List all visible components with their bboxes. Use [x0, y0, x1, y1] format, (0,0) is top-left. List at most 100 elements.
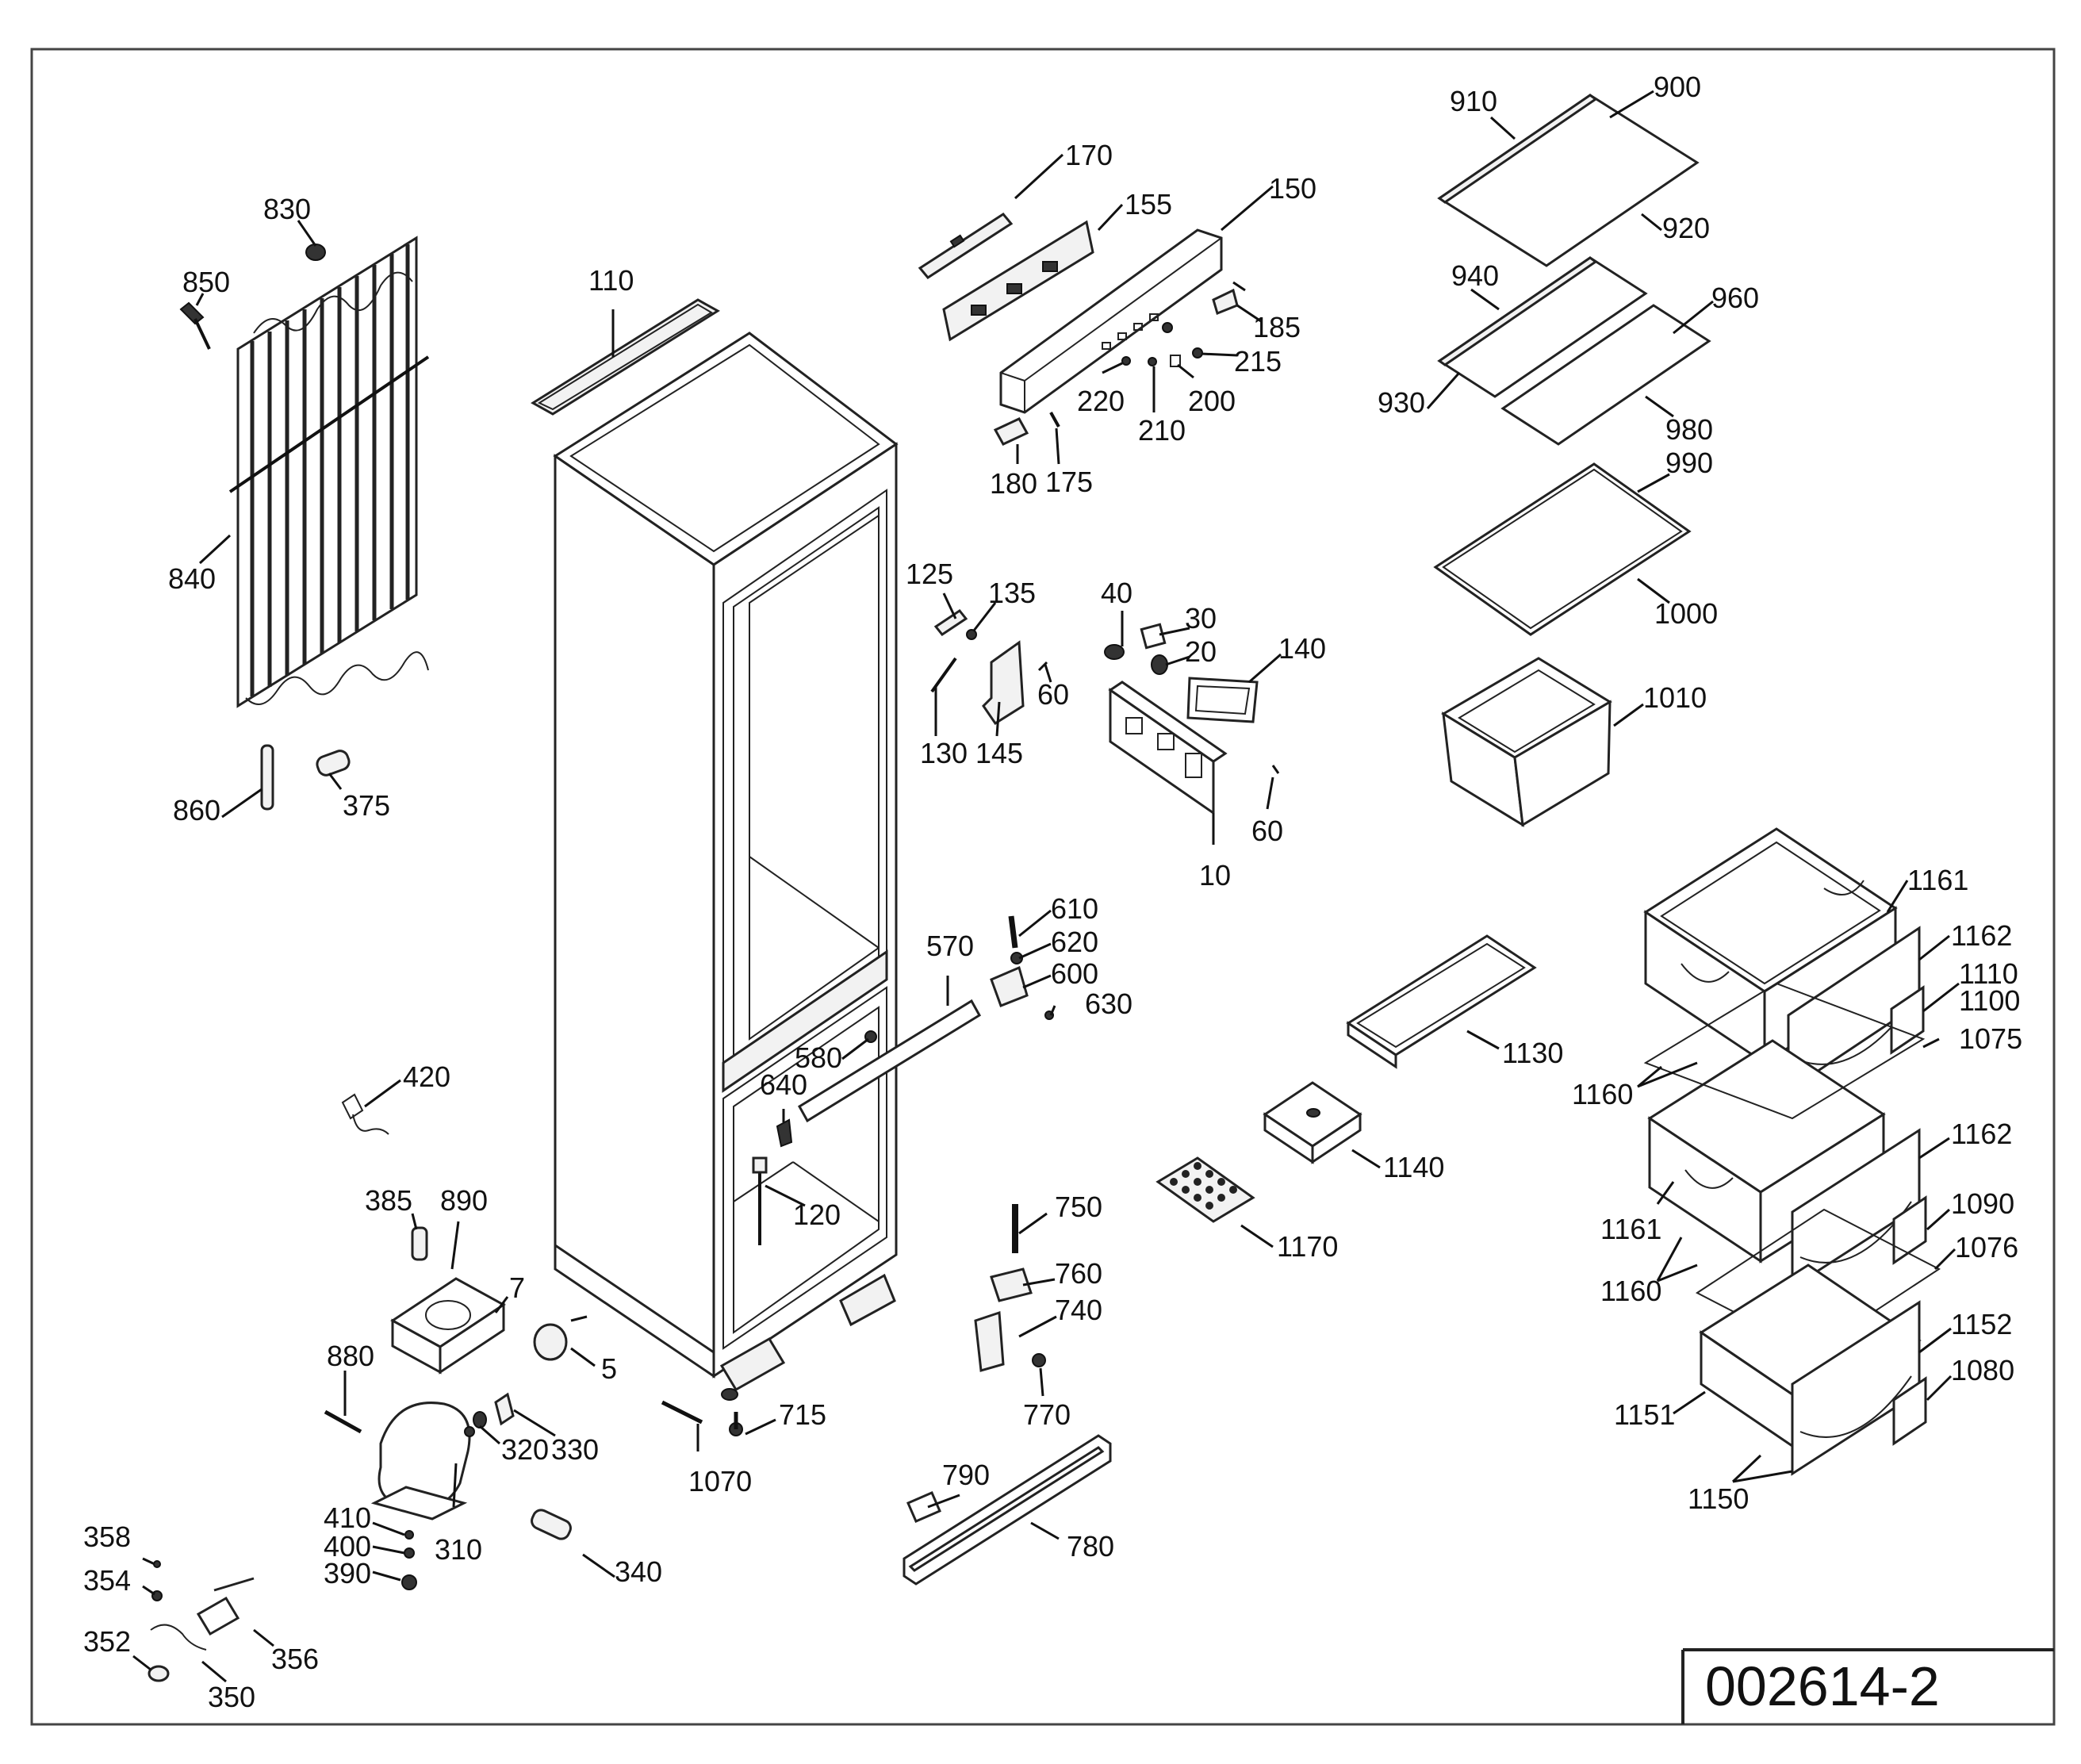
- butter-dish-1140: [1263, 1081, 1362, 1164]
- part-labels: 830 850 840 860 375 110 170 155 150 185 …: [83, 71, 2022, 1713]
- label-890: 890: [440, 1184, 488, 1217]
- bolts-390-410: [401, 1530, 417, 1590]
- label-60-a: 60: [1037, 678, 1069, 711]
- label-110: 110: [588, 264, 634, 297]
- condenser-part: [228, 236, 430, 708]
- label-880: 880: [327, 1340, 374, 1372]
- fan-cover-140: [1186, 677, 1259, 723]
- parts-580-640: [752, 1030, 877, 1245]
- label-780: 780: [1067, 1530, 1114, 1563]
- label-1110: 1110: [1959, 957, 2018, 990]
- relay-parts-350-358: [148, 1560, 255, 1682]
- label-340: 340: [615, 1555, 662, 1588]
- label-610: 610: [1051, 892, 1098, 925]
- label-1160-top: 1160: [1572, 1078, 1633, 1110]
- label-860: 860: [173, 794, 220, 826]
- label-1070: 1070: [688, 1465, 752, 1497]
- drawer-1161-top: [1643, 827, 1898, 1065]
- label-570: 570: [926, 930, 974, 962]
- shelf-990: [1433, 462, 1692, 636]
- label-135: 135: [988, 577, 1036, 609]
- label-1150: 1150: [1688, 1482, 1749, 1515]
- grommets-320-330: [473, 1392, 515, 1428]
- label-760: 760: [1055, 1257, 1102, 1290]
- drawing-number: 002614-2: [1705, 1655, 1940, 1717]
- label-356: 356: [271, 1643, 319, 1675]
- label-130: 130: [920, 737, 968, 769]
- label-375: 375: [343, 789, 390, 822]
- label-5: 5: [601, 1352, 617, 1385]
- shelf-900: [1437, 94, 1700, 267]
- hinge-740-770: [974, 1204, 1046, 1372]
- label-1090: [1892, 1195, 1927, 1265]
- label-420: 420: [403, 1060, 450, 1093]
- label-900: 900: [1654, 71, 1701, 103]
- label-600: 600: [1051, 957, 1098, 990]
- feet-5: [533, 1273, 896, 1401]
- label-1151: 1151: [1614, 1398, 1675, 1431]
- label-980: 980: [1665, 413, 1713, 446]
- label-125: 125: [906, 558, 953, 590]
- label-210: 210: [1138, 414, 1186, 447]
- label-350: 350: [208, 1681, 255, 1713]
- label-390: 390: [324, 1557, 371, 1590]
- label-1161-mid: 1161: [1600, 1213, 1661, 1245]
- title-block: 002614-2: [1681, 1648, 2054, 1724]
- label-200: 200: [1188, 385, 1236, 417]
- label-1170: 1170: [1277, 1230, 1338, 1263]
- drier-860: [260, 744, 274, 811]
- label-620: 620: [1051, 926, 1098, 958]
- door-parts-1070-715: [661, 1400, 743, 1436]
- label-1090: 1090: [1951, 1187, 2014, 1220]
- shelf-960: [1500, 304, 1711, 446]
- label-580: 580: [795, 1041, 842, 1074]
- label-715: 715: [779, 1398, 826, 1431]
- label-920: 920: [1662, 212, 1710, 244]
- label-1162-top: 1162: [1951, 919, 2012, 952]
- top-cover-110: [531, 298, 720, 416]
- label-630: 630: [1085, 987, 1132, 1020]
- label-175: 175: [1045, 466, 1093, 498]
- label-185: 185: [1253, 311, 1301, 343]
- sleeve-385: [411, 1226, 428, 1261]
- label-120: 120: [793, 1198, 841, 1231]
- label-1075: 1075: [1959, 1022, 2022, 1055]
- label-140: 140: [1278, 632, 1326, 665]
- label-1140: 1140: [1383, 1151, 1444, 1183]
- coil-830: [305, 244, 326, 261]
- tray-1130: [1346, 934, 1537, 1069]
- label-30: 30: [1185, 602, 1217, 635]
- label-40: 40: [1101, 577, 1132, 609]
- shroud-890: [390, 1277, 506, 1375]
- label-910: 910: [1450, 85, 1497, 117]
- hinge-600: [990, 915, 1054, 1020]
- label-1130: 1130: [1502, 1037, 1563, 1069]
- label-1010: 1010: [1643, 681, 1707, 714]
- label-790: 790: [942, 1459, 990, 1491]
- label-310: 310: [435, 1533, 482, 1566]
- label-770: 770: [1023, 1398, 1071, 1431]
- label-930: 930: [1378, 386, 1425, 419]
- kick-plate-780: [903, 1434, 1112, 1586]
- label-1160-mid: 1160: [1600, 1275, 1661, 1307]
- label-1080: [1892, 1376, 1927, 1446]
- label-20: 20: [1185, 635, 1217, 668]
- label-1080: 1080: [1951, 1354, 2014, 1386]
- fan-housing-10: [1108, 681, 1228, 815]
- sleeve-375: [316, 750, 351, 777]
- label-940: 940: [1451, 259, 1499, 292]
- label-850: 850: [182, 266, 230, 298]
- label-1152: 1152: [1951, 1308, 2012, 1340]
- label-750: 750: [1055, 1191, 1102, 1223]
- drawing-frame: [30, 48, 2056, 1726]
- screw-175: [1049, 412, 1060, 428]
- label-170: 170: [1065, 139, 1113, 171]
- label-1000: 1000: [1654, 597, 1718, 630]
- label-1162-mid: 1162: [1951, 1118, 2012, 1150]
- capacitor-340: [531, 1509, 572, 1540]
- knobs-200-220: [1121, 322, 1203, 367]
- label-215: 215: [1234, 345, 1282, 378]
- compressor-310: [370, 1402, 475, 1520]
- hinge-clip-180: [993, 417, 1029, 446]
